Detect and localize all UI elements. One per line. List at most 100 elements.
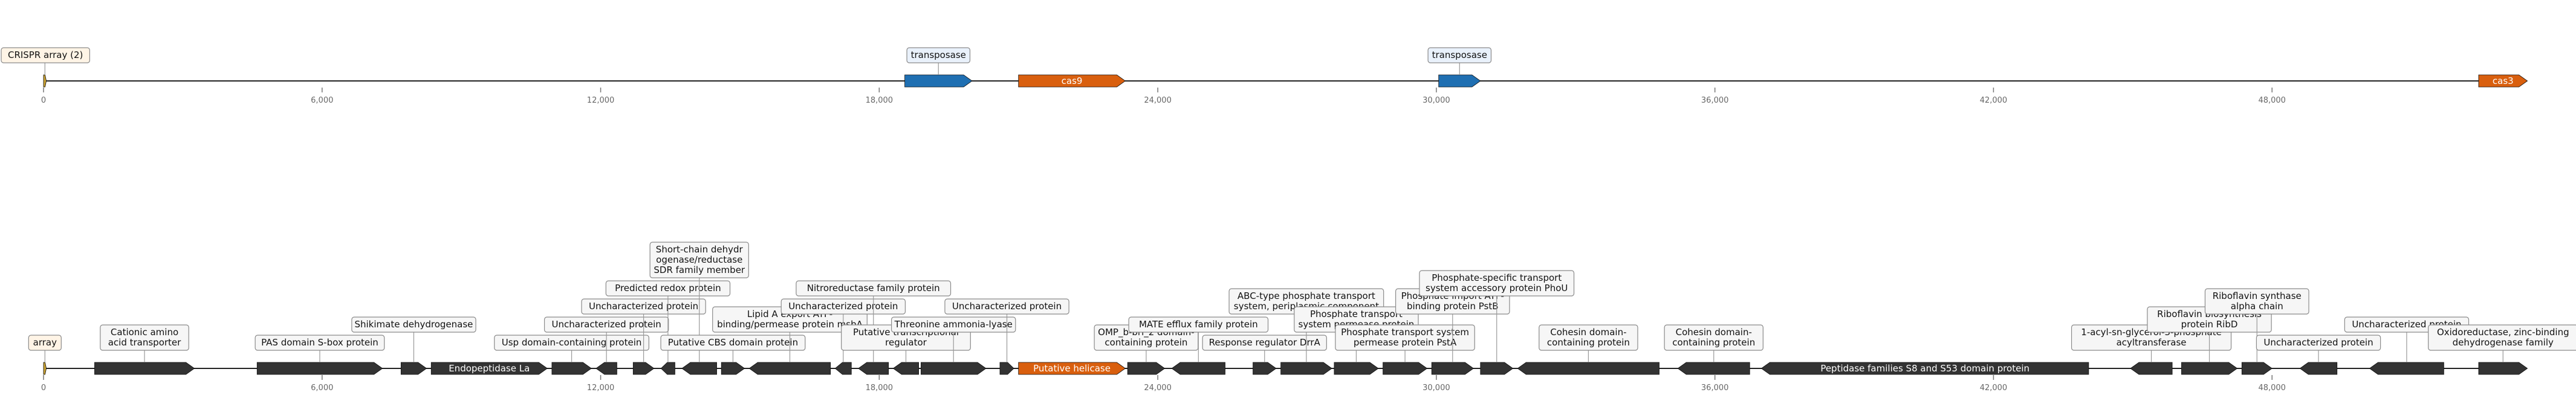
gene-arrow[interactable]: [2478, 74, 2528, 88]
gene-arrow[interactable]: [1018, 362, 1126, 375]
feature-label-box: [1539, 324, 1638, 351]
gene-arrow[interactable]: [400, 362, 427, 375]
tick-label: 24,000: [1144, 96, 1172, 105]
gene-arrow[interactable]: [1383, 362, 1428, 375]
tick-label: 30,000: [1423, 384, 1450, 393]
feature-label-box: [944, 298, 1069, 315]
gene-arrow[interactable]: [43, 74, 47, 88]
gene-arrow[interactable]: [2299, 362, 2338, 375]
tick-label: 30,000: [1423, 96, 1450, 105]
gene-arrow[interactable]: [660, 362, 675, 375]
tick-label: 48,000: [2258, 384, 2286, 393]
feature-label: Predicted redox protein: [615, 283, 721, 294]
feature-label: transposase: [911, 50, 966, 60]
feature-label: Cohesin domain-containing protein: [1547, 327, 1630, 348]
gene-inner-label: cas3: [2493, 75, 2514, 86]
tick-label: 18,000: [866, 96, 894, 105]
gene-arrow[interactable]: [43, 362, 47, 375]
gene-inner-label: Peptidase families S8 and S53 domain pro…: [1820, 363, 2029, 374]
feature-label-box: [1128, 316, 1269, 333]
gene-arrow[interactable]: [1280, 362, 1332, 375]
tick-label: 24,000: [1144, 384, 1172, 393]
feature-label: transposase: [1432, 50, 1487, 60]
feature-label-box: [1664, 324, 1763, 351]
feature-label: array: [33, 337, 57, 348]
gene-arrow[interactable]: [1517, 362, 1659, 375]
gene-arrow[interactable]: [721, 362, 745, 375]
tick-label: 48,000: [2258, 96, 2286, 105]
feature-label-box: [100, 324, 189, 351]
gene-inner-label: Putative helicase: [1033, 363, 1111, 374]
gene-arrow[interactable]: [94, 362, 195, 375]
feature-label: Uncharacterized protein: [2263, 337, 2373, 348]
feature-label-box: [1419, 270, 1575, 297]
feature-label: Uncharacterized protein: [552, 319, 661, 330]
gene-arrow[interactable]: [595, 362, 617, 375]
feature-label: PAS domain S-box protein: [261, 337, 378, 348]
gene-arrow[interactable]: [1480, 362, 1514, 375]
gene-arrow[interactable]: [681, 362, 717, 375]
tick-label: 36,000: [1701, 384, 1729, 393]
tick-label: 18,000: [866, 384, 894, 393]
feature-label-box: [649, 242, 749, 278]
gene-arrow[interactable]: [2478, 362, 2528, 375]
feature-label: CRISPR array (2): [8, 50, 83, 60]
gene-arrow[interactable]: [1760, 362, 2089, 375]
gene-arrow[interactable]: [748, 362, 831, 375]
gene-arrow[interactable]: [2181, 362, 2238, 375]
gene-arrow[interactable]: [1677, 362, 1750, 375]
feature-label-box: [906, 47, 971, 63]
gene-arrow[interactable]: [256, 362, 383, 375]
tick-label: 12,000: [587, 384, 615, 393]
feature-label: Nitroreductase family protein: [807, 283, 940, 294]
feature-label: Cohesin domain-containing protein: [1672, 327, 1755, 348]
feature-label-box: [351, 316, 476, 333]
feature-label: Uncharacterized protein: [952, 301, 1062, 312]
feature-label-box: [581, 298, 706, 315]
gene-arrow[interactable]: [1334, 362, 1379, 375]
tick-label: 42,000: [1980, 384, 2008, 393]
gene-arrow[interactable]: [430, 362, 548, 375]
feature-label-box: [1427, 47, 1492, 63]
feature-label: Putative CBS domain protein: [668, 337, 798, 348]
feature-label-box: [543, 316, 669, 333]
feature-label-box: [2428, 324, 2576, 351]
gene-arrow[interactable]: [904, 74, 973, 88]
gene-arrow[interactable]: [1018, 74, 1126, 88]
gene-arrow[interactable]: [2241, 362, 2273, 375]
gene-arrow[interactable]: [1431, 362, 1475, 375]
gene-arrow[interactable]: [858, 362, 889, 375]
gene-arrow[interactable]: [2130, 362, 2173, 375]
gene-arrow[interactable]: [999, 362, 1014, 375]
gene-arrow[interactable]: [1171, 362, 1225, 375]
gene-arrow[interactable]: [1438, 74, 1481, 88]
feature-label-box: [494, 335, 649, 351]
feature-label-box: [780, 298, 906, 315]
gene-arrow[interactable]: [1127, 362, 1166, 375]
gene-arrow[interactable]: [632, 362, 655, 375]
tick-label: 0: [41, 384, 46, 393]
feature-label-box: [255, 335, 385, 351]
gene-arrow[interactable]: [892, 362, 920, 375]
feature-label-box: [796, 280, 952, 297]
gene-arrow[interactable]: [921, 362, 987, 375]
gene-arrow[interactable]: [551, 362, 592, 375]
feature-label-box: [1335, 324, 1475, 351]
gene-arrow[interactable]: [2369, 362, 2444, 375]
tick-label: 6,000: [311, 96, 333, 105]
tick-label: 36,000: [1701, 96, 1729, 105]
gene-arrow[interactable]: [834, 362, 852, 375]
feature-label-box: [1202, 335, 1327, 351]
feature-label: Uncharacterized protein: [589, 301, 698, 312]
feature-label-box: [2256, 335, 2381, 351]
feature-label: Shikimate dehydrogenase: [354, 319, 473, 330]
feature-label: MATE efflux family protein: [1139, 319, 1258, 330]
feature-label-box: [660, 335, 806, 351]
gene-arrow[interactable]: [1253, 362, 1277, 375]
